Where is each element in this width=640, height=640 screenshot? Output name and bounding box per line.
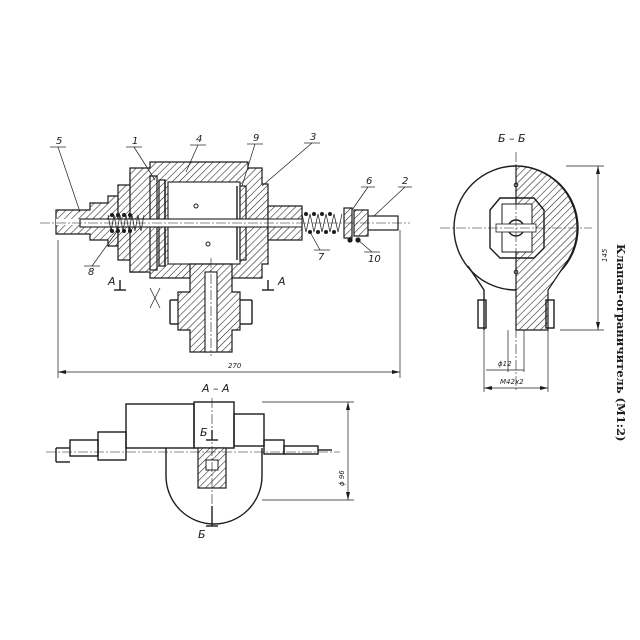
section-label-aa: А – А [201,382,230,395]
part-leaders [50,142,412,267]
part-label-9: 9 [253,133,259,144]
section-bb-view [440,152,592,390]
part-label-7: 7 [318,252,325,263]
main-section-view: А А [40,161,410,356]
length-dimension [57,230,401,378]
right-spring [301,212,343,234]
dimension-diameter-small: ϕ12 [498,360,512,368]
cut-b-top-label: Б [200,426,208,439]
section-aa-view [46,398,354,527]
cut-a-left-label: А [107,275,116,288]
part-label-8: 8 [88,267,94,278]
section-bb-dimensions [483,165,604,392]
cut-a-right-label: А [277,275,286,288]
part-label-3: 3 [310,132,316,143]
dimension-diameter-large: ϕ 96 [338,470,346,486]
part-label-10: 10 [368,254,381,265]
part-label-4: 4 [196,134,202,145]
part-label-1: 1 [132,136,138,147]
section-label-bb: Б – Б [498,132,526,145]
dimension-height: 145 [601,248,609,262]
part-label-2: 2 [402,176,408,187]
part-label-5: 5 [56,136,62,147]
dimension-thread: M42x2 [500,378,524,386]
cut-b-bottom-label: Б [198,528,206,541]
part-label-6: 6 [366,176,372,187]
left-spring [107,213,145,233]
dimension-length: 270 [228,362,242,370]
drawing-title: Клапан-ограничитель (М1:2) [614,244,628,441]
